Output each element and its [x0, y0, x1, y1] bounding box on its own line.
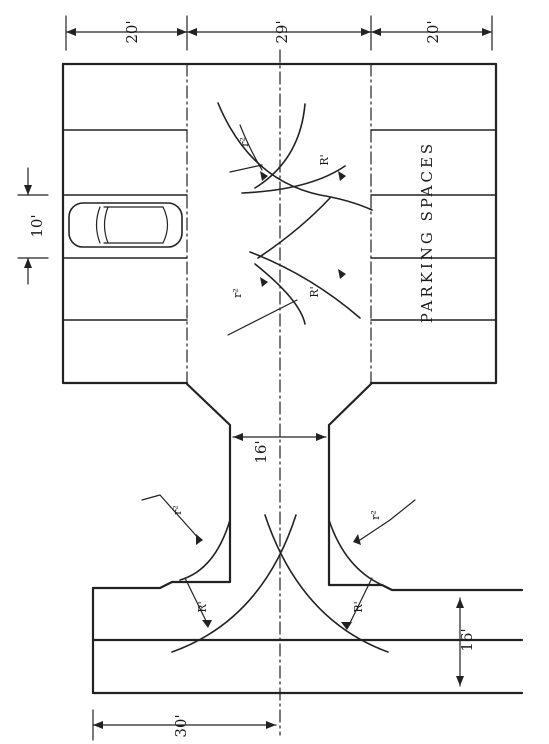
arrow-head-icon [93, 721, 103, 729]
arrow-head-icon [24, 185, 32, 195]
arrow-head-icon [187, 28, 197, 36]
arrow-head-icon [456, 676, 464, 686]
radius-label-r1: R' [352, 601, 365, 612]
entrance-turning-curves: r² r² R' R' [141, 494, 416, 653]
arrow-head-icon [341, 622, 352, 630]
driveway-width-dimension: 16' [232, 433, 327, 464]
arrow-head-icon [260, 171, 268, 181]
arrow-head-icon [353, 534, 361, 545]
car-top-view-icon [68, 202, 183, 248]
parking-spaces-label: PARKING SPACES [418, 141, 436, 323]
arrow-head-icon [482, 28, 492, 36]
arrow-head-icon [361, 28, 371, 36]
dimension-left-width: 20' [123, 20, 141, 43]
radius-label-r1: R' [318, 154, 331, 165]
arrow-head-icon [196, 534, 203, 545]
dimension-street-width: 16' [458, 628, 476, 651]
radius-label-r2: r² [171, 505, 184, 515]
stall-width-dimension: 10' [17, 167, 49, 285]
arrow-head-icon [66, 28, 76, 36]
arrow-head-icon [456, 598, 464, 608]
street-width-dimension: 16' [456, 597, 476, 687]
arrow-head-icon [266, 721, 276, 729]
dimension-setback: 30' [172, 714, 190, 737]
arrow-head-icon [316, 433, 326, 441]
arrow-head-icon [202, 620, 212, 628]
radius-label-r2: r² [369, 510, 382, 520]
parking-stall-lines [62, 63, 497, 384]
radius-label-r2: r² [238, 137, 251, 147]
arrow-head-icon [24, 258, 32, 268]
setback-dimension: 30' [92, 709, 277, 741]
arrow-head-icon [338, 269, 346, 279]
dimension-center-width: 29' [273, 20, 291, 43]
dimension-right-width: 20' [424, 20, 442, 43]
parking-lot-outline [61, 62, 524, 695]
arrow-head-icon [338, 171, 346, 181]
arrow-head-icon [233, 433, 243, 441]
dimension-stall-width: 10' [28, 214, 46, 237]
radius-label-r2: r² [231, 288, 244, 298]
arrow-head-icon [177, 28, 187, 36]
aisle-turning-curves: r² R' r² R' [217, 102, 373, 336]
arrow-head-icon [371, 28, 381, 36]
top-dimension-group: 20' 29' 20' [65, 15, 493, 51]
dimension-driveway-width: 16' [252, 440, 270, 463]
radius-label-r1: R' [196, 601, 209, 612]
radius-label-r1: R' [308, 286, 321, 297]
arrow-head-icon [260, 277, 268, 287]
